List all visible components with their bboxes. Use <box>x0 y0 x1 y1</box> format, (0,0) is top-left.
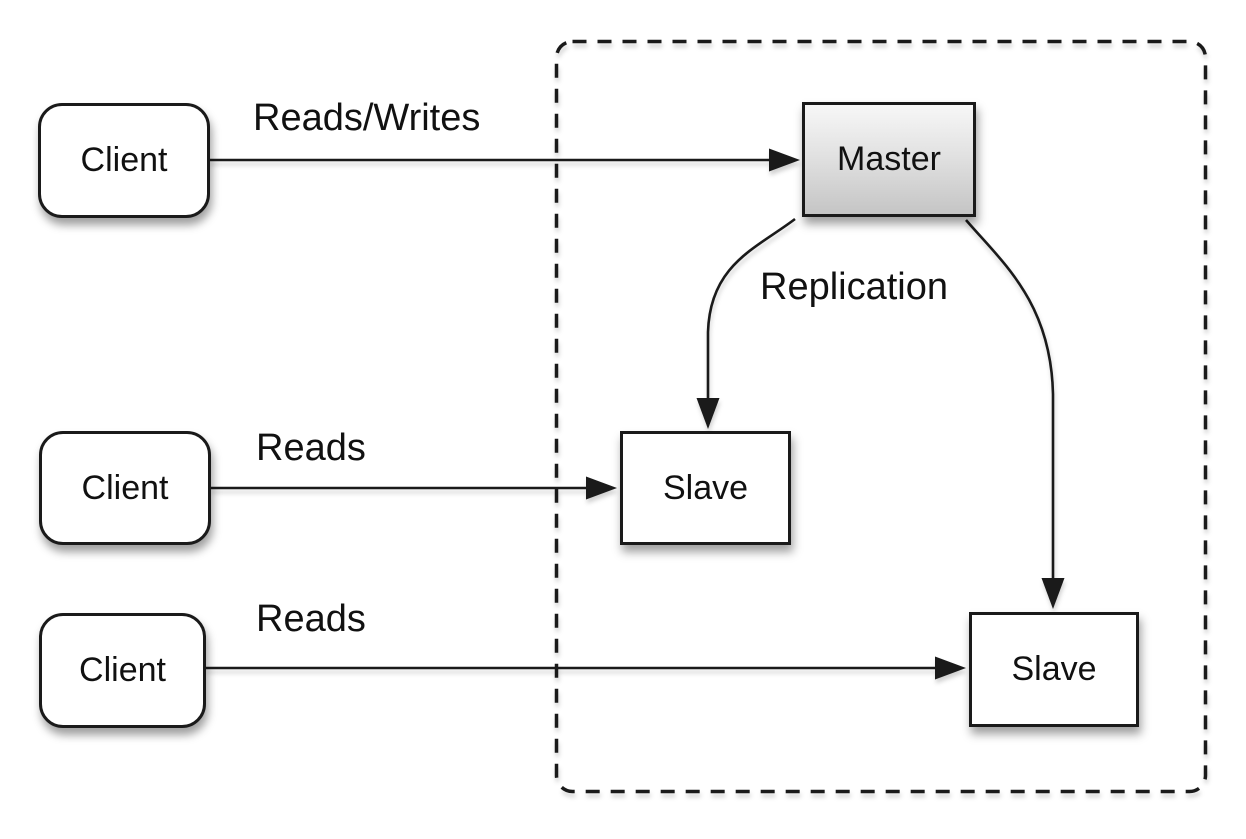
node-client-1-label: Client <box>80 141 168 179</box>
arrow-master-to-slave2 <box>965 219 1065 609</box>
arrowhead-down-icon <box>1041 578 1065 609</box>
edge-label-replication: Replication <box>760 266 948 308</box>
edge-label-reads-writes: Reads/Writes <box>253 97 481 139</box>
node-slave-1-label: Slave <box>662 468 749 507</box>
arrow-client3-to-slave2 <box>206 656 966 680</box>
node-client-2-label: Client <box>81 468 169 507</box>
node-master: Master <box>802 102 976 217</box>
node-client-3-label: Client <box>79 651 166 689</box>
arrowhead-right-icon <box>935 656 966 680</box>
node-client-3: Client <box>39 613 206 728</box>
node-master-label: Master <box>837 140 941 178</box>
node-slave-2: Slave <box>969 612 1139 727</box>
arrowhead-right-icon <box>769 148 800 172</box>
arrow-master-to-slave1 <box>696 217 796 429</box>
arrow-client1-to-master <box>209 148 800 172</box>
node-slave-2-label: Slave <box>1011 650 1097 688</box>
node-slave-1: Slave <box>620 431 791 545</box>
arrowhead-right-icon <box>586 476 617 500</box>
edge-label-reads-slave1: Reads <box>256 427 366 469</box>
edge-label-reads-slave2: Reads <box>256 598 366 640</box>
node-client-2: Client <box>39 431 211 545</box>
node-client-1: Client <box>38 103 210 218</box>
cluster-boundary-dashed-box <box>554 39 1208 794</box>
arrowhead-down-icon <box>696 398 720 429</box>
arrow-client2-to-slave1 <box>211 476 617 500</box>
